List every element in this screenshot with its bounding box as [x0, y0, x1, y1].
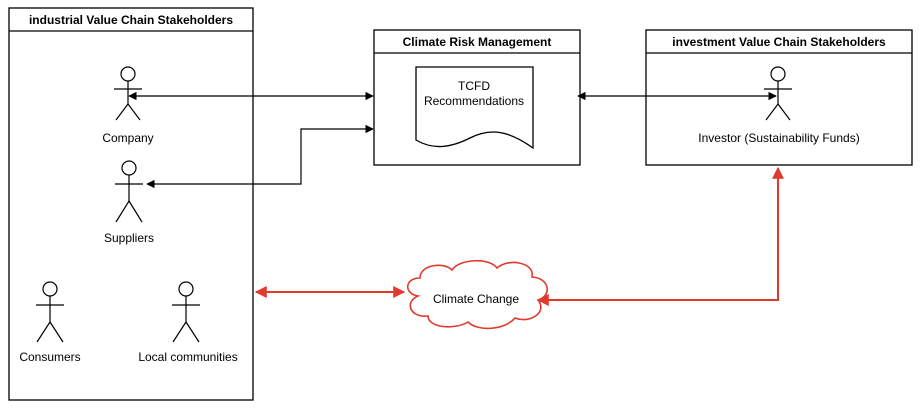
actor-consumers[interactable]: Consumers — [19, 281, 81, 364]
investment-container-title: investment Value Chain Stakeholders — [672, 35, 886, 49]
actor-company-label: Company — [102, 131, 153, 145]
actor-company-figure — [114, 66, 142, 121]
actor-consumers-label: Consumers — [19, 350, 80, 364]
actor-local-communities-label: Local communities — [138, 350, 237, 364]
industrial-container-title: industrial Value Chain Stakeholders — [29, 13, 233, 27]
red-connectors — [254, 166, 784, 306]
connectors — [128, 91, 777, 189]
tcfd-document[interactable]: TCFD Recommendations — [415, 66, 534, 150]
tcfd-document-line2: Recommendations — [424, 94, 524, 108]
climate-change-cloud[interactable]: Climate Change — [406, 259, 548, 330]
actor-local-communities[interactable]: Local communities — [138, 281, 238, 364]
actor-suppliers-figure — [115, 160, 143, 223]
actor-investor-label: Investor (Sustainability Funds) — [698, 131, 859, 145]
connector-suppliers-climate-risk[interactable] — [146, 124, 374, 189]
actor-local-communities-figure — [172, 281, 200, 343]
actor-suppliers[interactable]: Suppliers — [104, 160, 154, 245]
actor-suppliers-label: Suppliers — [104, 231, 154, 245]
actor-company[interactable]: Company — [102, 66, 154, 145]
actor-investor[interactable]: Investor (Sustainability Funds) — [698, 66, 860, 145]
climate-change-label: Climate Change — [433, 292, 519, 306]
connector-climate-change-investment[interactable] — [536, 166, 784, 306]
climate-risk-container-title: Climate Risk Management — [403, 35, 552, 49]
actor-investor-figure — [764, 66, 792, 121]
tcfd-document-line1: TCFD — [458, 79, 490, 93]
actor-consumers-figure — [36, 281, 64, 343]
